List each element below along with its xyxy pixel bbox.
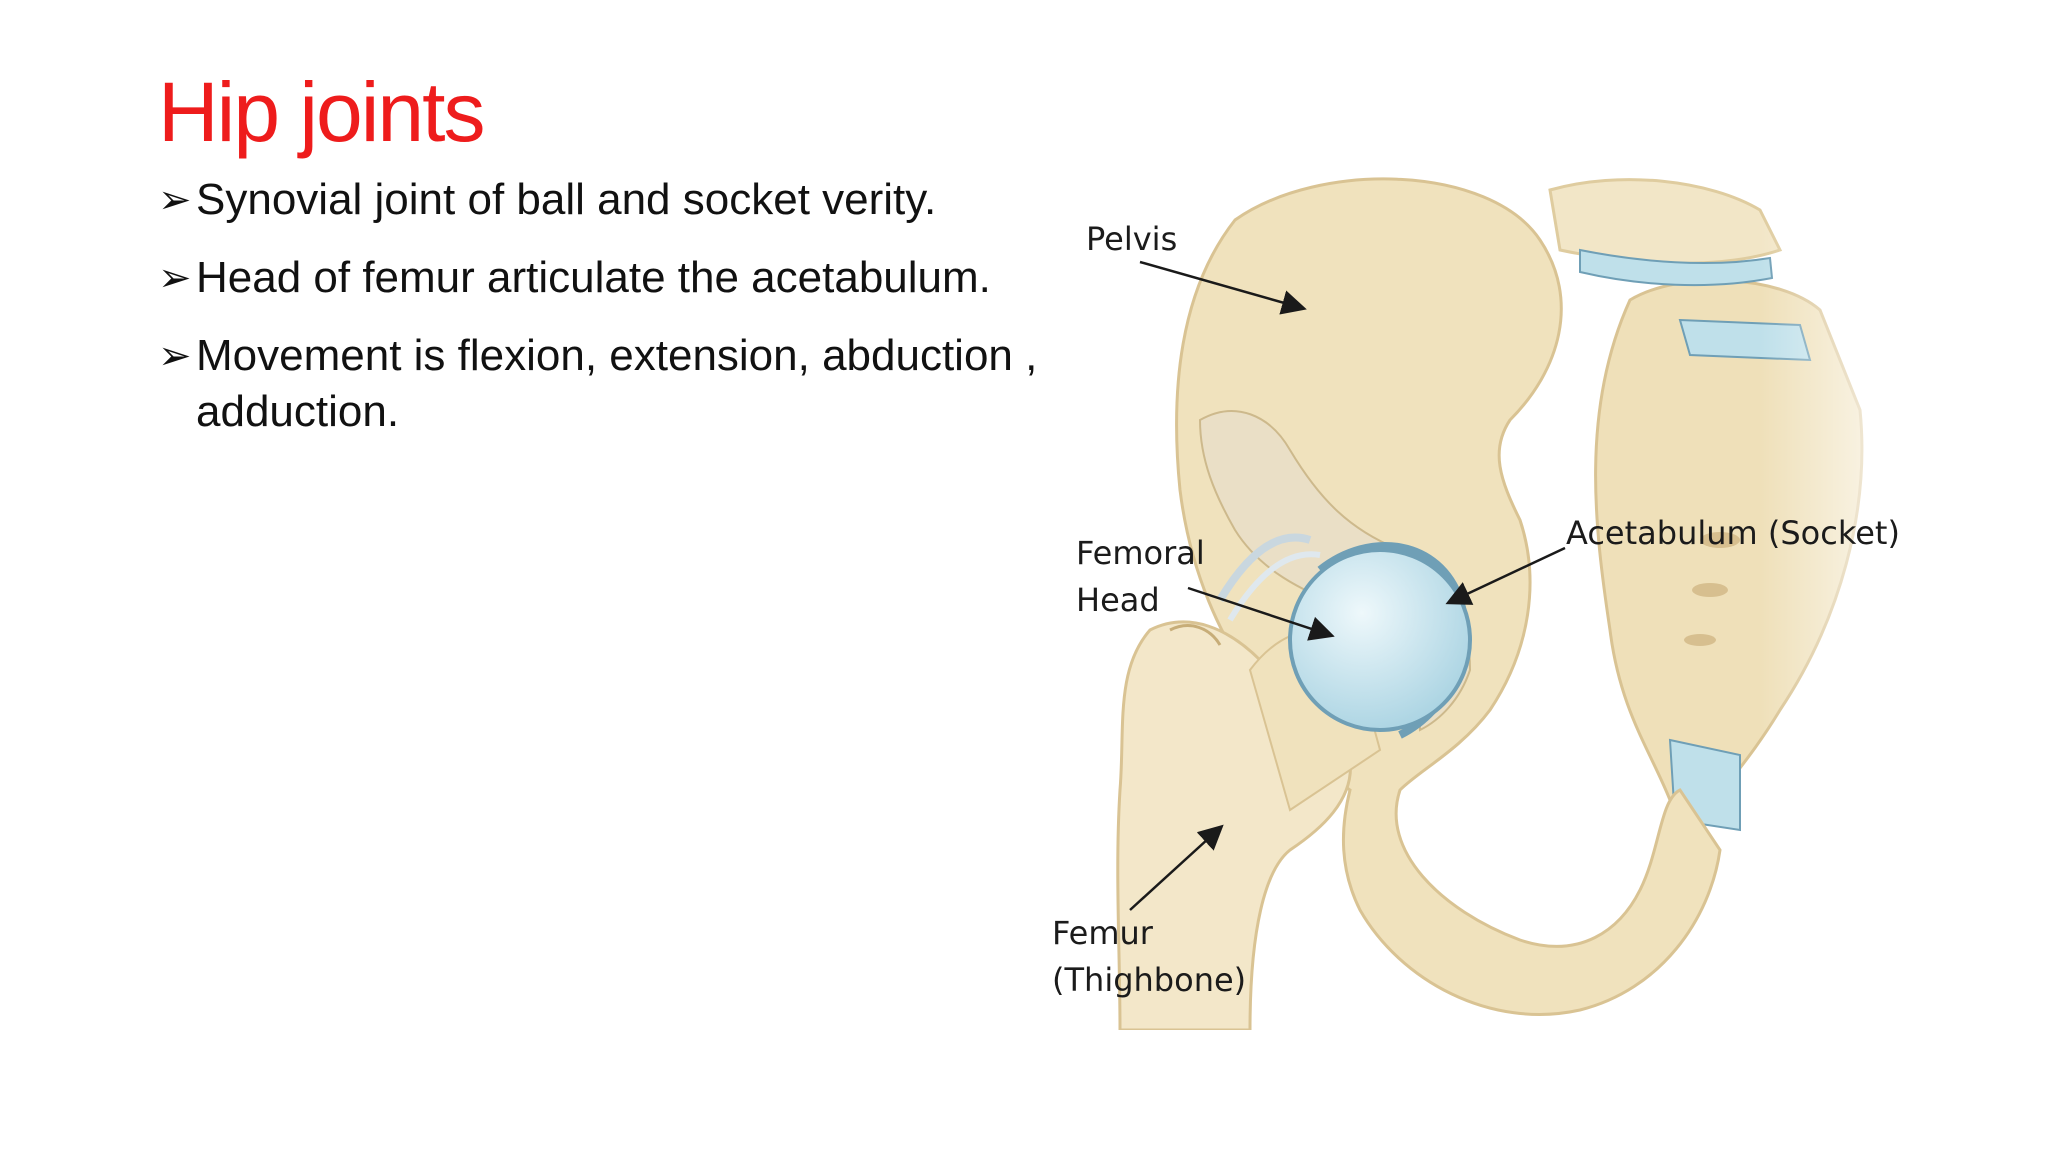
bullet-item: ➢ Movement is flexion, extension, abduct… [158, 328, 1038, 440]
pelvis-arrow [1139, 260, 1307, 315]
arrow-bullet-icon: ➢ [158, 334, 192, 378]
arrow-bullet-icon: ➢ [158, 256, 192, 300]
label-acetabulum: Acetabulum (Socket) [1566, 514, 1900, 552]
slide-title: Hip joints [158, 65, 485, 159]
label-pelvis: Pelvis [1086, 220, 1178, 258]
bullet-text: Movement is flexion, extension, abductio… [196, 331, 1038, 436]
femoral-head-arrow [1187, 586, 1335, 641]
ligament [1216, 533, 1312, 603]
bullet-text: Synovial joint of ball and socket verity… [196, 175, 937, 224]
fade-overlay [1760, 150, 1940, 1030]
label-femur: Femur (Thighbone) [1052, 914, 1247, 999]
femur-arrow [1129, 824, 1224, 911]
bullet-list: ➢ Synovial joint of ball and socket veri… [158, 172, 1038, 462]
hip-joint-diagram [1020, 150, 1940, 1030]
femoral-head [1288, 548, 1472, 732]
bullet-item: ➢ Synovial joint of ball and socket veri… [158, 172, 1038, 228]
label-femoral-head: Femoral Head [1076, 534, 1205, 619]
bullet-item: ➢ Head of femur articulate the acetabulu… [158, 250, 1038, 306]
arrow-bullet-icon: ➢ [158, 178, 192, 222]
acetabulum-arrow [1445, 546, 1566, 605]
bullet-text: Head of femur articulate the acetabulum. [196, 253, 991, 302]
hip-anatomy-illustration [1116, 150, 1940, 1030]
